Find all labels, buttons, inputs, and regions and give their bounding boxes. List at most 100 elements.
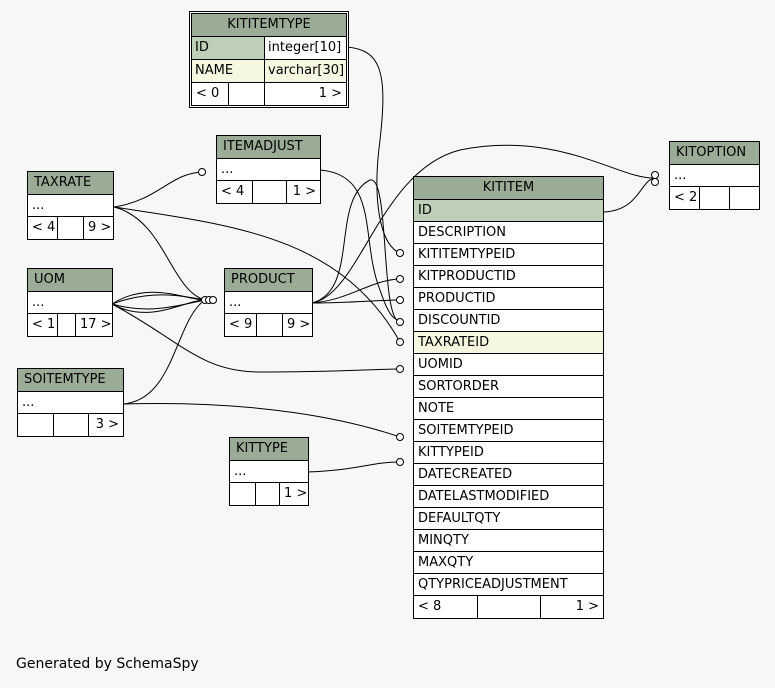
table-uom[interactable]: UOM ... < 1 17 >: [27, 268, 113, 337]
edge-uom-product-1: [111, 294, 206, 305]
column-row: QTYPRICEADJUSTMENT: [414, 574, 603, 596]
column-type: varchar[30]: [268, 63, 345, 78]
children-count[interactable]: 9 >: [287, 317, 311, 332]
children-count[interactable]: 1 >: [284, 486, 308, 501]
fk-endpoint: [396, 275, 404, 283]
edge-taxrate-product: [113, 206, 206, 301]
parents-count[interactable]: < 0: [192, 83, 229, 105]
table-footer: < 8 1 >: [414, 596, 603, 618]
table-footer: < 4 1 >: [217, 181, 320, 203]
fk-endpoint: [209, 296, 217, 304]
footer-spacer: [58, 217, 84, 239]
column-row: DATECREATED: [414, 464, 603, 486]
children-count[interactable]: 1 >: [575, 599, 599, 614]
column-row: KITTYPEID: [414, 442, 603, 464]
column-type: integer[10]: [265, 37, 346, 59]
fk-endpoint: [396, 249, 404, 257]
fk-endpoint: [396, 296, 404, 304]
table-product[interactable]: PRODUCT ... < 9 9 >: [224, 268, 313, 337]
fk-endpoint: [396, 433, 404, 441]
columns-ellipsis: ...: [670, 165, 759, 187]
column-row: PRODUCTID: [414, 288, 603, 310]
table-kitoption[interactable]: KITOPTION ... < 2: [669, 141, 760, 210]
table-footer: < 1 17 >: [28, 314, 112, 336]
column-row: DEFAULTQTY: [414, 508, 603, 530]
fk-endpoint: [396, 365, 404, 373]
table-kittype[interactable]: KITTYPE ... 1 >: [229, 437, 309, 506]
table-footer: 3 >: [18, 414, 123, 436]
columns-ellipsis: ...: [217, 159, 320, 181]
column-name: ID: [192, 37, 265, 59]
fk-endpoint: [651, 178, 659, 186]
children-count[interactable]: 9 >: [88, 220, 112, 235]
edge-uom-product-2: [111, 299, 206, 310]
fk-endpoint: [396, 318, 404, 326]
edge-product-kititem-discount: [311, 179, 401, 323]
table-footer: < 2: [670, 187, 759, 209]
columns-ellipsis: ...: [230, 461, 308, 483]
edge-kittype-kititem: [306, 461, 401, 473]
edge-uom-product-4: [111, 299, 206, 313]
column-row: MAXQTY: [414, 552, 603, 574]
table-kititem[interactable]: KITITEM ID DESCRIPTION KITITEMTYPEID KIT…: [413, 176, 604, 619]
columns-ellipsis: ...: [28, 195, 113, 217]
table-title: ITEMADJUST: [217, 136, 320, 159]
column-row: DESCRIPTION: [414, 222, 603, 244]
table-title: PRODUCT: [225, 269, 312, 292]
table-title: KITITEMTYPE: [192, 14, 346, 37]
parents-count[interactable]: < 1: [28, 314, 58, 336]
footer-spacer: [700, 187, 730, 209]
table-title: SOITEMTYPE: [18, 369, 123, 392]
table-footer: < 0 1 >: [192, 83, 346, 105]
footer-spacer: [54, 414, 89, 436]
table-footer: < 9 9 >: [225, 314, 312, 336]
children-count[interactable]: 17 >: [80, 317, 112, 332]
table-soitemtype[interactable]: SOITEMTYPE ... 3 >: [17, 368, 124, 437]
children-count[interactable]: 1 >: [292, 184, 316, 199]
edge-uom-kititem: [111, 303, 401, 373]
parents-count[interactable]: < 9: [225, 314, 257, 336]
parents-count[interactable]: < 4: [28, 217, 58, 239]
table-taxrate[interactable]: TAXRATE ... < 4 9 >: [27, 171, 114, 240]
table-title: KITITEM: [414, 177, 603, 200]
fk-endpoint: [651, 171, 659, 179]
table-title: TAXRATE: [28, 172, 113, 195]
column-row: UOMID: [414, 354, 603, 376]
edge-uom-product-3: [111, 291, 206, 305]
edge-taxrate-itemadjust: [113, 171, 206, 208]
edge-product-kititem-kitproduct: [311, 278, 401, 304]
column-row: NAME varchar[30]: [192, 60, 346, 83]
footer-spacer: [58, 314, 76, 336]
edge-taxrate-kititem: [113, 206, 401, 343]
children-count[interactable]: 3 >: [95, 417, 119, 432]
table-title: KITOPTION: [670, 142, 759, 165]
table-title: UOM: [28, 269, 112, 292]
column-name: NAME: [192, 60, 265, 82]
column-row: DISCOUNTID: [414, 310, 603, 332]
parents-count[interactable]: < 4: [217, 181, 253, 203]
parents-count[interactable]: [230, 483, 256, 505]
edge-soitemtype-product: [122, 299, 206, 405]
fk-endpoint: [396, 458, 404, 466]
edge-itemadjust-kititem: [319, 169, 401, 323]
table-itemadjust[interactable]: ITEMADJUST ... < 4 1 >: [216, 135, 321, 204]
parents-count[interactable]: [18, 414, 54, 436]
columns-ellipsis: ...: [28, 292, 112, 314]
table-kititemtype[interactable]: KITITEMTYPE ID integer[10] NAME varchar[…: [189, 11, 349, 108]
edge-product-kitoption: [311, 144, 656, 304]
fk-endpoint: [198, 168, 206, 176]
column-row: DATELASTMODIFIED: [414, 486, 603, 508]
children-count[interactable]: 1 >: [318, 86, 342, 101]
parents-count[interactable]: < 2: [670, 187, 700, 209]
parents-count[interactable]: < 8: [414, 596, 478, 618]
column-row: KITPRODUCTID: [414, 266, 603, 288]
footer-spacer: [253, 181, 287, 203]
columns-ellipsis: ...: [225, 292, 312, 314]
table-title: KITTYPE: [230, 438, 308, 461]
footer-spacer: [257, 314, 283, 336]
children-count[interactable]: [730, 187, 759, 209]
table-footer: 1 >: [230, 483, 308, 505]
column-row: KITITEMTYPEID: [414, 244, 603, 266]
edge-kititem-kitoption: [603, 177, 656, 213]
